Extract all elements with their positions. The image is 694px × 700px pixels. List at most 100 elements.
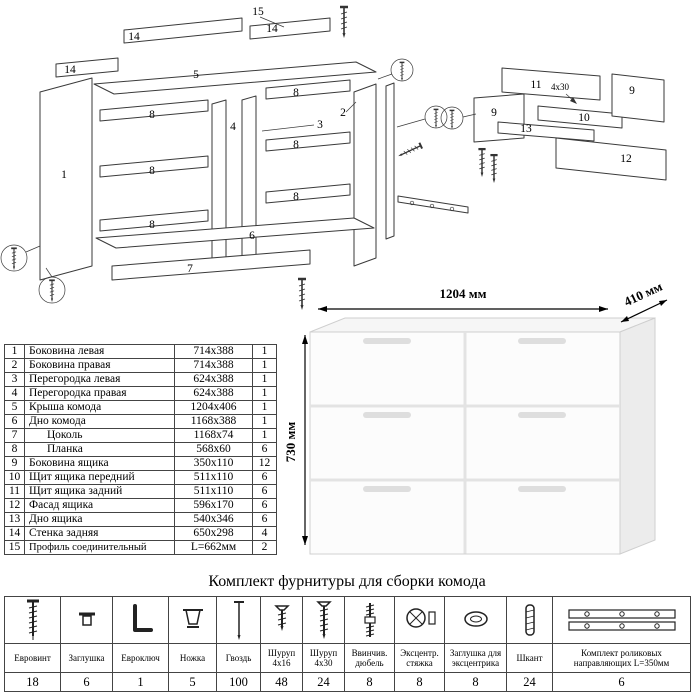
left-side-panel xyxy=(39,77,93,281)
drawer-handle xyxy=(363,412,411,418)
part-number-cell: 13 xyxy=(4,512,25,527)
hardware-name-cell: Евровинт xyxy=(4,643,61,673)
plank xyxy=(265,131,351,152)
cabinet-panels xyxy=(39,17,395,281)
plank xyxy=(99,209,209,232)
dresser-illustration xyxy=(309,317,656,555)
drawer-handle xyxy=(518,486,566,492)
part-name-cell: Цоколь xyxy=(24,428,175,443)
hardware-icon-cell xyxy=(394,596,445,644)
hardware-name-cell: Шкант xyxy=(506,643,553,673)
top-panel xyxy=(93,61,377,95)
part-name-cell: Щит ящика передний xyxy=(24,470,175,485)
hex-key-icon xyxy=(132,604,153,632)
part-name-cell: Перегородка левая xyxy=(24,372,175,387)
part-number-cell: 1 xyxy=(4,344,25,359)
part-qty-cell: 12 xyxy=(252,456,277,471)
hardware-qty-cell: 8 xyxy=(444,672,507,692)
hardware-icon-cell xyxy=(444,596,507,644)
part-qty-cell: 2 xyxy=(252,540,277,555)
hardware-name-cell: Заглушка xyxy=(60,643,113,673)
plank xyxy=(265,183,351,204)
part-size-cell: 624x388 xyxy=(174,372,253,387)
wood-dowel-icon xyxy=(524,604,535,636)
hardware-name-cell: Шуруп 4x30 xyxy=(302,643,345,673)
part-label: 11 xyxy=(530,79,541,91)
part-label: 8 xyxy=(149,165,155,177)
drawer-bottom-panel xyxy=(497,121,595,142)
part-qty-cell: 1 xyxy=(252,344,277,359)
part-number-cell: 5 xyxy=(4,400,25,415)
part-name-cell: Боковина левая xyxy=(24,344,175,359)
screw-4x16-icon xyxy=(273,605,290,631)
hardware-name-cell: Ножка xyxy=(168,643,217,673)
hardware-name-cell: Комплект роликовых направляющих L=350мм xyxy=(552,643,691,673)
back-rail-top-right xyxy=(249,17,331,40)
hardware-kit-title: Комплект фурнитуры для сборки комода xyxy=(208,573,486,590)
part-label: 8 xyxy=(293,87,299,99)
part-qty-cell: 4 xyxy=(252,526,277,541)
hardware-icon-cell xyxy=(216,596,261,644)
part-label: 15 xyxy=(252,6,264,18)
drawer-facade-panel xyxy=(555,137,667,181)
bottom-panel xyxy=(95,217,375,249)
part-label: 6 xyxy=(249,230,255,242)
part-label: 2 xyxy=(340,107,346,119)
part-number-cell: 12 xyxy=(4,498,25,513)
part-label: 10 xyxy=(578,112,590,124)
hardware-name-cell: Шуруп 4x16 xyxy=(260,643,303,673)
leg-icon xyxy=(182,609,203,628)
hardware-name-cell: Эксцентр. стяжка xyxy=(394,643,445,673)
part-label: 9 xyxy=(629,85,635,97)
exploded-assembly-diagram: 15 14 14 14 5 1 8 8 8 8 8 8 4 3 2 6 7 11… xyxy=(0,5,667,312)
depth-dimension-label: 410 мм xyxy=(622,282,665,309)
part-number-cell: 10 xyxy=(4,470,25,485)
screw-size-annotation: 4x30 xyxy=(551,82,570,92)
part-qty-cell: 1 xyxy=(252,400,277,415)
assembled-dresser-view: 1204 мм 410 мм 730 мм xyxy=(285,282,668,555)
hardware-qty-cell: 8 xyxy=(344,672,395,692)
part-name-cell: Боковина правая xyxy=(24,358,175,373)
part-name-cell: Дно ящика xyxy=(24,512,175,527)
part-label: 4 xyxy=(230,121,236,133)
part-label: 1 xyxy=(61,169,67,181)
part-size-cell: 350x110 xyxy=(174,456,253,471)
part-label: 8 xyxy=(293,139,299,151)
part-name-cell: Крыша комода xyxy=(24,400,175,415)
part-number-cell: 3 xyxy=(4,372,25,387)
part-label: 7 xyxy=(187,263,193,275)
part-label: 3 xyxy=(317,119,323,131)
nail-icon xyxy=(233,601,244,640)
part-qty-cell: 1 xyxy=(252,414,277,429)
part-size-cell: 511x110 xyxy=(174,470,253,485)
part-qty-cell: 6 xyxy=(252,484,277,499)
part-size-cell: L=662мм xyxy=(174,540,253,555)
leader-lines xyxy=(25,16,577,278)
part-label: 8 xyxy=(149,219,155,231)
height-dimension-label: 730 мм xyxy=(285,422,298,463)
roller-guides-icon xyxy=(567,609,676,631)
part-qty-cell: 6 xyxy=(252,442,277,457)
part-qty-cell: 1 xyxy=(252,358,277,373)
hardware-qty-cell: 6 xyxy=(552,672,691,692)
part-qty-cell: 1 xyxy=(252,372,277,387)
part-size-cell: 1168x388 xyxy=(174,414,253,429)
cap-plug-icon xyxy=(78,612,95,626)
part-label: 8 xyxy=(293,191,299,203)
hardware-name-cell: Заглушка для эксцентрика xyxy=(444,643,507,673)
part-name-cell: Планка xyxy=(24,442,175,457)
part-name-cell: Профиль соединительный xyxy=(24,540,175,555)
hardware-icon-cell xyxy=(552,596,691,644)
part-number-cell: 11 xyxy=(4,484,25,499)
part-size-cell: 1204x406 xyxy=(174,400,253,415)
plank xyxy=(99,99,209,122)
part-label: 14 xyxy=(128,31,140,43)
